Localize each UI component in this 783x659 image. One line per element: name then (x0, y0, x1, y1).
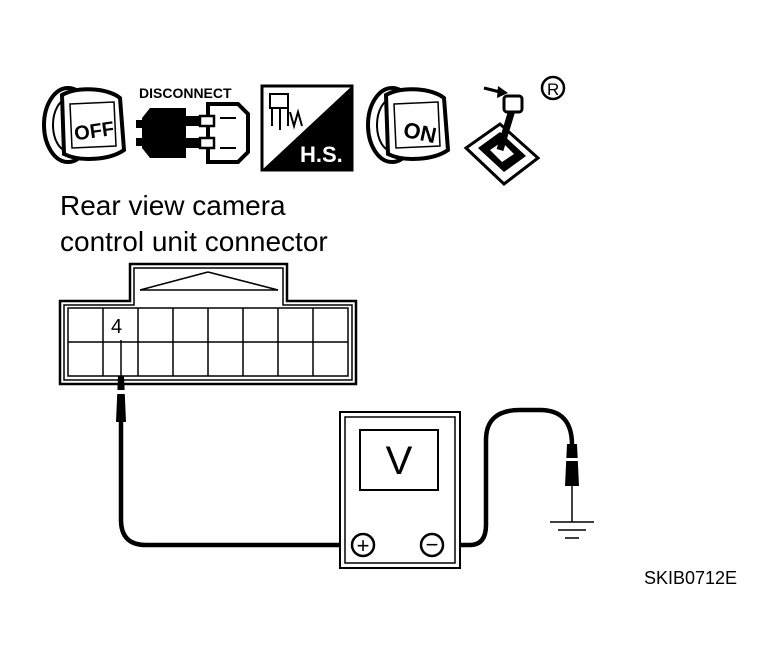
meter-display-v: V (386, 439, 413, 483)
harness-connector-icon: H.S. (260, 84, 354, 172)
figure-code: SKIB0712E (644, 568, 737, 588)
terminal-4-label: 4 (111, 316, 122, 338)
voltmeter: V + − (339, 411, 461, 569)
disconnect-label: DISCONNECT (139, 85, 232, 101)
registered-mark: R (547, 80, 559, 99)
positive-lead-wire (118, 420, 350, 548)
negative-terminal: − (419, 532, 445, 558)
ground-symbol (550, 521, 594, 539)
positive-probe (115, 340, 127, 422)
connector-title-line-1: Rear view camera (60, 190, 286, 221)
positive-terminal: + (350, 532, 376, 558)
ignition-on-icon: ON (366, 86, 451, 164)
ignition-off-icon: OFF (42, 86, 127, 164)
negative-lead-wire (445, 407, 575, 548)
connector-title-line-2: control unit connector (60, 226, 328, 257)
connector-body: 4 (58, 262, 358, 386)
disconnect-icon: DISCONNECT (136, 85, 250, 164)
shift-lever-icon: R (463, 75, 566, 186)
negative-probe (565, 444, 579, 522)
svg-text:−: − (426, 532, 439, 557)
hs-label: H.S. (300, 142, 343, 167)
svg-text:+: + (357, 533, 370, 558)
